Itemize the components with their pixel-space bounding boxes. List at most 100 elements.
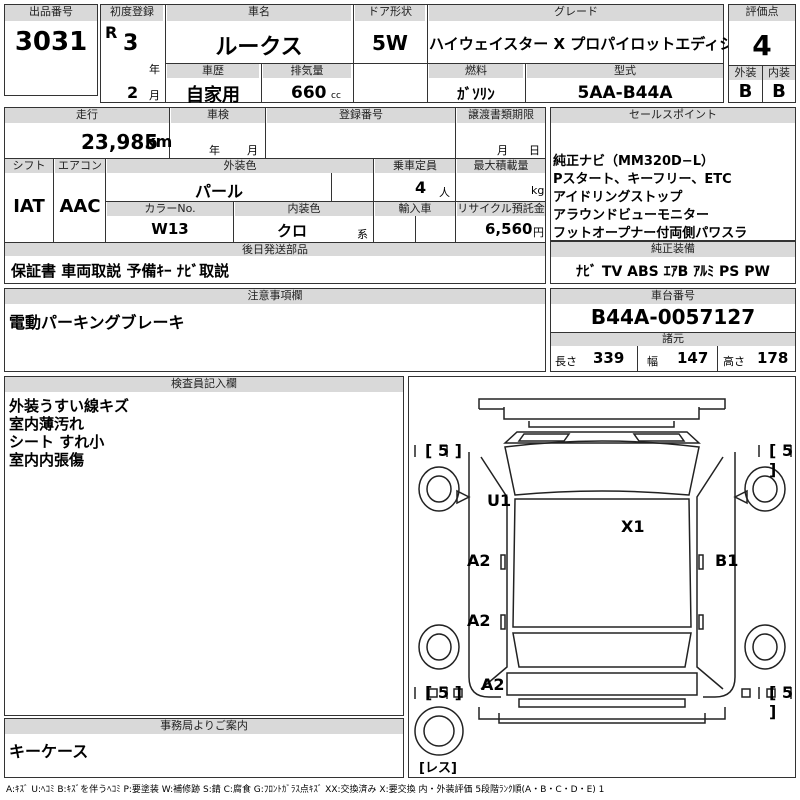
office-label: 事務局よりご案内: [5, 719, 403, 734]
inspection-year-unit: 年: [209, 144, 220, 157]
capacity-value: 4: [415, 178, 427, 197]
sales-line: フットオープナー付両側パワスラ: [553, 226, 748, 241]
first-reg-year-unit: 年: [149, 63, 160, 76]
int-color-unit: 系: [357, 228, 368, 241]
mileage-unit: km: [145, 132, 173, 151]
reg-no-label: 登録番号: [267, 108, 455, 123]
inspector-box: 検査員記入欄 外装うすい線キズ 室内薄汚れ シート すれ小 室内内張傷: [4, 376, 404, 716]
tire-rear-left: [ 5 ]: [425, 683, 462, 702]
inspection-label: 車検: [171, 108, 265, 123]
mileage-value: 23,985: [81, 130, 159, 154]
inspection-month-unit: 月: [247, 144, 258, 157]
first-reg-year: 3: [123, 31, 139, 56]
displacement-value: 660: [291, 83, 327, 103]
car-outline: [414, 398, 792, 756]
inspector-label: 検査員記入欄: [5, 377, 403, 392]
recycle-label: リサイクル預託金: [457, 202, 545, 216]
sales-line: Pスタート、キーフリー、ETC: [553, 172, 732, 187]
inspector-line: 室内内張傷: [9, 451, 85, 469]
transfer-day-unit: 日: [529, 144, 540, 157]
door-label: ドア形状: [355, 5, 425, 21]
mileage-label: 走行: [5, 108, 169, 123]
later-parts-box: 保証書 車両取説 予備ｷｰ ﾅﾋﾞ取説: [4, 256, 546, 284]
color-no-value: W13: [151, 220, 189, 238]
lot-number: 3031: [14, 27, 88, 57]
car-name-label: 車名: [167, 5, 351, 21]
transfer-label: 譲渡書類期限: [457, 108, 545, 123]
aircon-label: エアコン: [55, 159, 105, 173]
dims-label: 諸元: [551, 332, 795, 346]
first-reg-month-unit: 月: [149, 89, 160, 102]
first-reg-label: 初度登録: [101, 5, 163, 21]
shift-value: IAT: [13, 196, 45, 217]
aircon-value: AAC: [59, 196, 101, 217]
height-label: 高さ: [723, 355, 745, 368]
chassis-value: B44A-0057127: [590, 305, 756, 329]
length-value: 339: [593, 349, 625, 367]
inspector-line: シート すれ小: [9, 433, 105, 451]
history-value: 自家用: [186, 85, 240, 106]
tire-front-left: [ 5 ]: [425, 441, 462, 460]
fuel-value: ｶﾞｿﾘﾝ: [457, 85, 495, 103]
transfer-month-unit: 月: [497, 144, 508, 157]
sales-line: アラウンドビューモニター: [553, 208, 710, 223]
import-label: 輸入車: [375, 202, 455, 216]
damage-mark: A2: [467, 611, 491, 630]
model-value: 5AA-B44A: [577, 83, 673, 103]
height-value: 178: [757, 349, 789, 367]
recycle-value: 6,560: [485, 220, 533, 238]
displacement-label: 排気量: [263, 64, 351, 78]
ext-color-value: パール: [194, 182, 243, 201]
grade-value: ハイウェイスター X プロパイロットエディション: [429, 35, 765, 53]
damage-mark: A2: [481, 675, 505, 694]
first-reg-month: 2: [127, 83, 139, 102]
lot-box: 出品番号 3031: [4, 4, 98, 96]
color-no-label: カラーNo.: [107, 202, 233, 216]
max-load-label: 最大積載量: [457, 159, 545, 173]
recycle-unit: 円: [533, 226, 544, 239]
length-label: 長さ: [555, 355, 577, 368]
ext-score: B: [738, 81, 753, 102]
shift-label: シフト: [5, 159, 53, 173]
damage-mark: X1: [621, 517, 645, 536]
first-reg-era: R: [105, 23, 118, 42]
ext-color-label: 外装色: [107, 159, 373, 173]
damage-mark: A2: [467, 551, 491, 570]
capacity-unit: 人: [439, 186, 450, 199]
car-diagram: [ 5 ] [ 5 ] [ 5 ] [ 5 ] U1 X1 A2 A2 A2 B…: [408, 376, 796, 778]
tire-rear-right: [ 5 ]: [769, 683, 794, 721]
inspector-line: 外装うすい線キズ: [9, 397, 130, 415]
displacement-unit: cc: [331, 91, 341, 101]
int-score: B: [772, 81, 786, 102]
score-value: 4: [752, 29, 772, 62]
legend: A:ｷｽﾞ U:ﾍｺﾐ B:ｷｽﾞを伴うﾍｺﾐ P:要塗装 W:補修跡 S:錆 …: [6, 785, 605, 795]
spare-label: [レス]: [419, 761, 457, 776]
int-score-label: 内装: [763, 66, 795, 80]
equipment-value: ﾅﾋﾞ TV ABS ｴｱB ｱﾙﾐ PS PW: [576, 264, 770, 280]
mid-grid: 走行 車検 登録番号 譲渡書類期限 23,985 km 年 月 月 日 シフト …: [4, 107, 546, 257]
score-box: 評価点 4 外装 内装 B B: [728, 4, 796, 103]
int-color-value: クロ: [276, 222, 307, 240]
lot-label: 出品番号: [5, 5, 97, 21]
max-load-unit: kg: [531, 184, 545, 197]
top-grid: 初度登録 車名 ドア形状 グレード R 3 年 2 月 ルークス 5W ハイウェ…: [100, 4, 765, 106]
office-box: 事務局よりご案内 キーケース: [4, 718, 404, 778]
sales-line: 純正ナビ（MM320D−L）: [553, 154, 714, 169]
score-label: 評価点: [729, 5, 795, 21]
notes-value: 電動パーキングブレーキ: [9, 313, 185, 332]
grade-label: グレード: [429, 5, 723, 21]
chassis-label: 車台番号: [551, 289, 795, 304]
notes-box: 注意事項欄 電動パーキングブレーキ: [4, 288, 546, 372]
sales-line: アイドリングストップ: [553, 190, 683, 205]
sales-label: セールスポイント: [551, 108, 795, 123]
tire-front-right: [ 5 ]: [769, 441, 794, 479]
model-label: 型式: [527, 64, 723, 78]
spare-value: レス: [424, 761, 451, 776]
notes-label: 注意事項欄: [5, 289, 545, 304]
car-name: ルークス: [215, 35, 303, 60]
ext-score-label: 外装: [729, 66, 762, 80]
later-parts-value: 保証書 車両取説 予備ｷｰ ﾅﾋﾞ取説: [11, 262, 230, 280]
width-label: 幅: [647, 355, 658, 368]
equipment-box: 純正装備 ﾅﾋﾞ TV ABS ｴｱB ｱﾙﾐ PS PW: [550, 241, 796, 284]
history-label: 車歴: [167, 64, 259, 78]
